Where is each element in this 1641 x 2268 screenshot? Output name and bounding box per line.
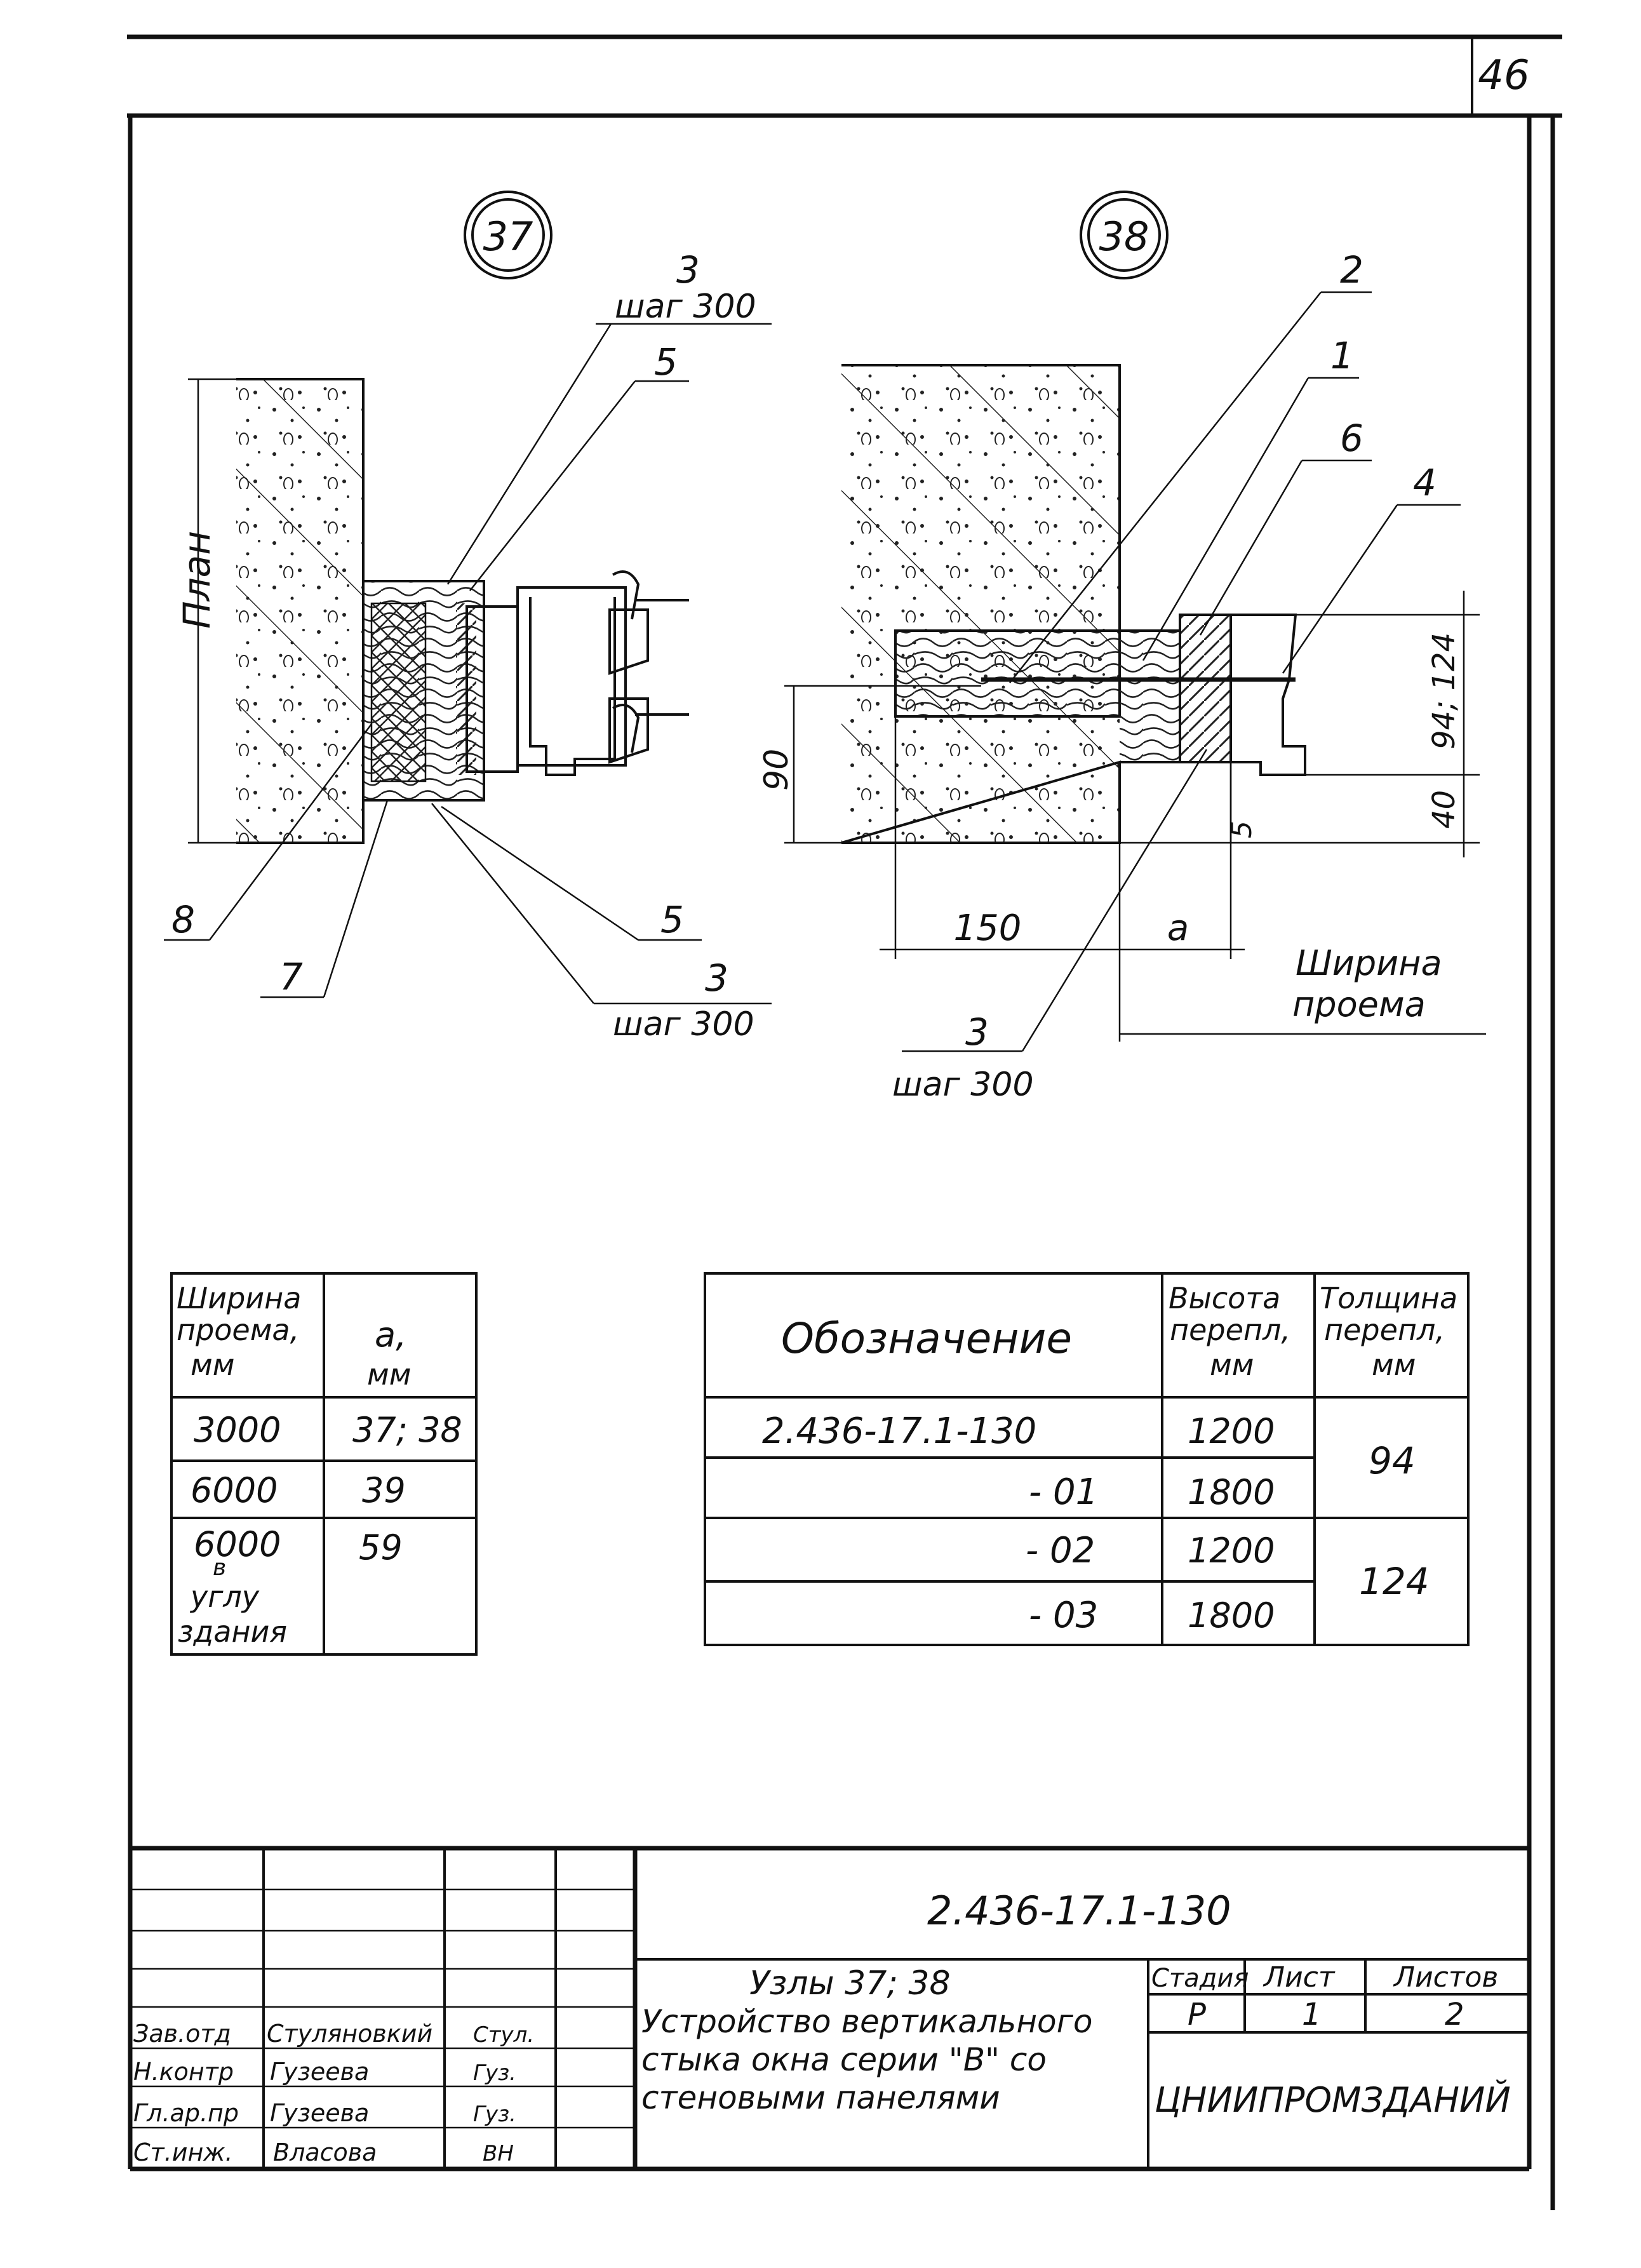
table-right-header-height-1: Высота xyxy=(1169,1281,1280,1315)
tb-name-4: Власова xyxy=(273,2138,377,2166)
tb-sheet: 1 xyxy=(1302,1997,1322,2032)
callout-37-5-top-num: 5 xyxy=(654,340,678,384)
tb-sheets-label: Листов xyxy=(1393,1961,1498,1994)
callout-37-5-bottom-num: 5 xyxy=(660,898,684,941)
callout-37-3-bottom-note: шаг 300 xyxy=(613,1005,754,1043)
tb-title-3: стыка окна серии "В" со xyxy=(641,2041,1047,2078)
table-left-row3-width-3: углу xyxy=(189,1580,260,1614)
tb-organization: ЦНИИПРОМЗДАНИЙ xyxy=(1155,2080,1511,2120)
tb-sign-4: ВН xyxy=(483,2141,514,2166)
table-left-row1-width: 3000 xyxy=(194,1410,281,1450)
tb-sign-3: Гуз. xyxy=(473,2102,516,2127)
designation-table: Обозначение Высота перепл, мм Толщина пе… xyxy=(704,1272,1470,1646)
dim-a: a xyxy=(1167,908,1189,949)
table-left-header-width-1: Ширина xyxy=(177,1281,301,1315)
tb-sheets: 2 xyxy=(1445,1997,1464,2032)
table-left-header-a-1: a, xyxy=(375,1315,406,1355)
tb-sign-2: Гуз. xyxy=(473,2060,516,2086)
table-right-row3-designation: - 02 xyxy=(1026,1530,1095,1571)
dim-94-124: 94; 124 xyxy=(1426,633,1462,749)
tb-sign-1: Стул. xyxy=(473,2022,534,2048)
table-left-row3-a: 59 xyxy=(359,1527,403,1567)
table-left-header-width-3: мм xyxy=(191,1348,234,1382)
title-block: Зав.отд Стуляновкий Стул. Н.контр Гузеев… xyxy=(130,1846,1529,2171)
tb-role-2: Н.контр xyxy=(133,2058,234,2086)
table-left-row3-width-4: здания xyxy=(178,1614,287,1649)
callout-38-2-num: 2 xyxy=(1340,248,1363,292)
opening-width-line1: Ширина xyxy=(1296,943,1442,983)
plan-label: План xyxy=(175,531,218,629)
opening-table: Ширина проема, мм a, мм 3000 37; 38 6000… xyxy=(170,1272,478,1656)
detail-37-id: 37 xyxy=(483,213,533,260)
table-right-header-designation: Обозначение xyxy=(781,1314,1072,1363)
table-right-row1-height: 1200 xyxy=(1188,1411,1275,1451)
table-left-row2-width: 6000 xyxy=(191,1470,278,1510)
table-right-row1-designation: 2.436-17.1-130 xyxy=(762,1411,1036,1452)
table-right-header-thick-1: Толщина xyxy=(1320,1281,1457,1315)
dim-90: 90 xyxy=(758,749,796,791)
tb-name-2: Гузеева xyxy=(270,2058,369,2086)
tb-name-1: Стуляновкий xyxy=(267,2020,432,2048)
table-left-header-a-2: мм xyxy=(367,1357,411,1392)
dim-40: 40 xyxy=(1426,790,1462,829)
table-right-header-height-2: перепл, xyxy=(1170,1313,1290,1347)
callout-38-3-note: шаг 300 xyxy=(892,1066,1034,1104)
callout-38-3-num: 3 xyxy=(965,1010,989,1054)
sheet-frame xyxy=(127,34,1562,2210)
callout-37-3-top-note: шаг 300 xyxy=(615,288,756,326)
table-right-thickness-124: 124 xyxy=(1359,1560,1430,1603)
table-left-row3-width-2: в xyxy=(213,1555,226,1581)
table-right-row4-designation: - 03 xyxy=(1029,1595,1098,1636)
table-right-row2-designation: - 01 xyxy=(1029,1472,1098,1513)
tb-role-1: Зав.отд xyxy=(133,2020,231,2048)
tb-sheet-label: Лист xyxy=(1263,1961,1336,1994)
table-left-header-width-2: проема, xyxy=(177,1313,299,1347)
tb-role-3: Гл.ар.пр xyxy=(133,2099,239,2127)
callout-37-3-bottom-num: 3 xyxy=(705,956,728,1000)
callout-38-4-num: 4 xyxy=(1413,461,1437,504)
tb-title-4: стеновыми панелями xyxy=(641,2079,1000,2116)
tb-title-2: Устройство вертикального xyxy=(641,2003,1092,2040)
tb-stage: Р xyxy=(1188,1997,1206,2032)
table-right-header-thick-3: мм xyxy=(1372,1348,1416,1382)
table-right-row2-height: 1800 xyxy=(1188,1472,1275,1512)
callout-37-7-num: 7 xyxy=(279,955,303,998)
tb-role-4: Ст.инж. xyxy=(133,2138,233,2166)
tb-title-1: Узлы 37; 38 xyxy=(749,1964,951,2003)
callout-37-3-top-num: 3 xyxy=(676,248,700,292)
detail-37: 37 План 3 xyxy=(164,191,772,1043)
opening-width-line2: проема xyxy=(1292,984,1426,1024)
tb-code: 2.436-17.1-130 xyxy=(927,1888,1231,1934)
table-right-row3-height: 1200 xyxy=(1188,1531,1275,1571)
table-left-row2-a: 39 xyxy=(362,1470,406,1510)
table-right-header-height-3: мм xyxy=(1210,1348,1254,1382)
tb-name-3: Гузеева xyxy=(270,2099,369,2127)
callout-38-1-num: 1 xyxy=(1330,334,1354,377)
table-left-row3-width-1: 6000 xyxy=(194,1524,281,1564)
table-left-row1-a: 37; 38 xyxy=(352,1410,462,1450)
table-right-row4-height: 1800 xyxy=(1188,1595,1275,1635)
callout-37-8-num: 8 xyxy=(171,898,195,941)
detail-38: 38 90 150 a 94; 124 40 5 Ширина xyxy=(758,191,1486,1104)
sheet-number: 46 xyxy=(1478,52,1529,99)
detail-38-id: 38 xyxy=(1099,213,1149,260)
tb-stage-label: Стадия xyxy=(1151,1964,1249,1993)
dim-150: 150 xyxy=(954,908,1022,949)
table-right-thickness-94: 94 xyxy=(1369,1439,1416,1482)
table-right-header-thick-2: перепл, xyxy=(1324,1313,1445,1347)
callout-38-6-num: 6 xyxy=(1340,417,1363,460)
